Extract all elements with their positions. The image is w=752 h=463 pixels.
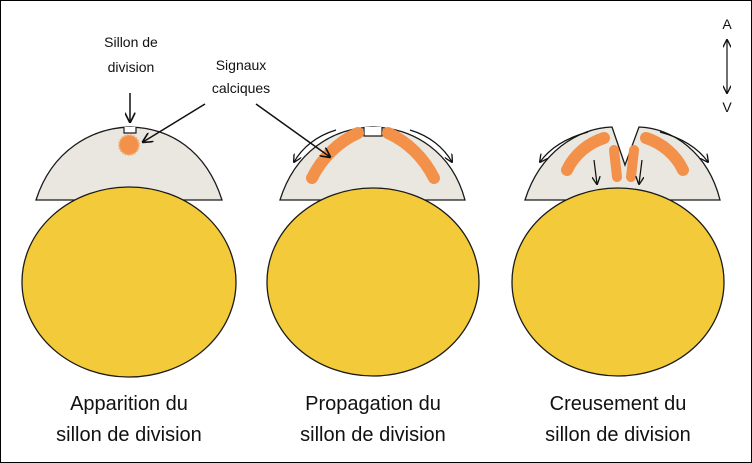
furrow-annotation-line2: division: [108, 59, 155, 75]
egg-3-calcium-signal-inner-left: [614, 150, 617, 177]
calcium-pointer-arrow-2: [256, 104, 330, 157]
egg-1-calcium-signal: [119, 135, 139, 155]
caption-1-line1: Apparition du: [70, 393, 188, 415]
egg-stage-1: [22, 127, 236, 377]
furrow-annotation-line1: Sillon de: [104, 34, 158, 50]
calcium-annotation-line2: calciques: [212, 80, 270, 96]
egg-2-furrow-notch: [364, 127, 382, 136]
caption-2-line1: Propagation du: [305, 393, 441, 415]
caption-3-line2: sillon de division: [545, 424, 691, 446]
caption-3-line1: Creusement du: [550, 393, 687, 415]
egg-3-calcium-signal-inner-right: [631, 150, 634, 177]
egg-1-furrow-notch: [124, 127, 136, 133]
egg-2-yolk: [267, 188, 479, 376]
calcium-pointer-arrow-1: [143, 104, 205, 142]
caption-1-line2: sillon de division: [56, 424, 202, 446]
egg-stage-3: [512, 127, 724, 376]
egg-3-yolk: [512, 188, 724, 376]
egg-1-yolk: [22, 187, 236, 377]
axis-label-bottom: V: [722, 99, 732, 115]
axis-label-top: A: [722, 16, 732, 32]
calcium-annotation-line1: Signaux: [216, 57, 267, 73]
egg-stage-2: [267, 127, 479, 376]
caption-2-line2: sillon de division: [300, 424, 446, 446]
